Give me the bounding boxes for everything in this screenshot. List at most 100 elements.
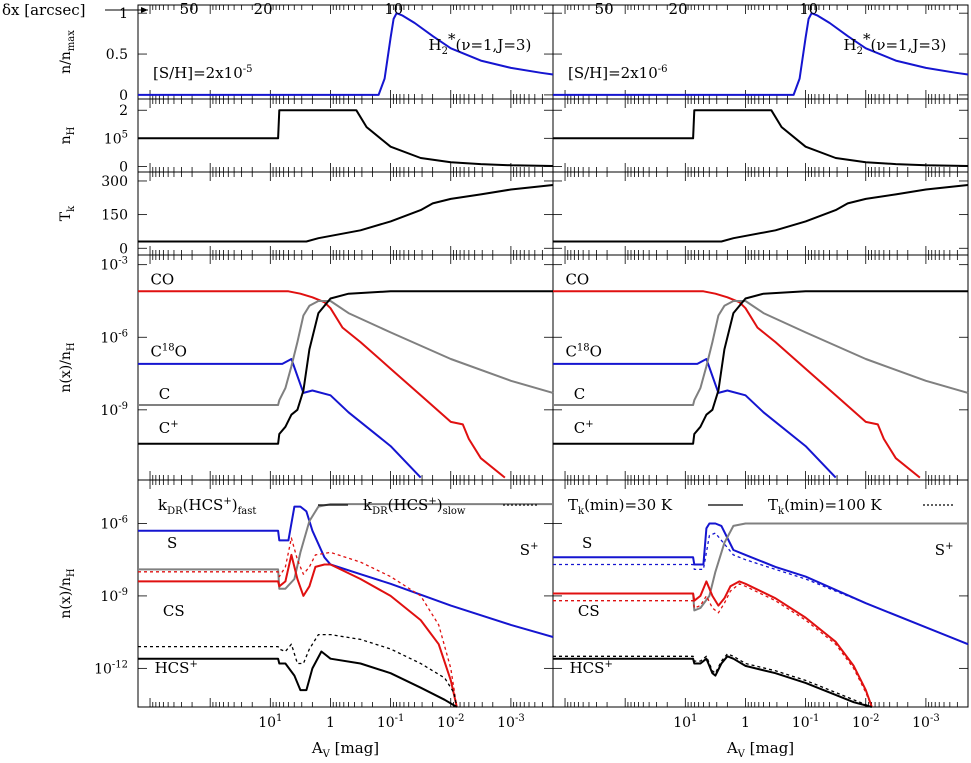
x-tick-label: 10-3 [497,713,525,731]
series-s-tk100-col1 [553,532,969,645]
species-label-c+: C+ [574,419,594,437]
species-label-s: S [582,534,592,552]
species-label-c18: C18O [565,342,602,360]
series-h2-1-j-3--col0 [138,12,554,96]
series-c18o-col0 [138,358,422,479]
abundance-annotation: [S/H]=2x10-6 [568,64,668,82]
x-tick-label: 10-1 [792,713,820,731]
y-tick-label: 300 [101,174,128,190]
series-cs-tk100-col1 [553,583,873,708]
x-axis-label: AV [mag] [726,739,794,760]
h2-star-label: H2*(ν=1,J=3) [844,30,947,57]
x-tick-label: 1 [326,715,335,731]
top-tick-label: 50 [595,0,614,18]
series-hcs-slow-col0 [138,633,458,708]
top-axis-label: δx [arcsec] [2,1,85,19]
series-h2-1-j-3--col1 [553,12,969,96]
y-axis-label-sulfur: n(x)/nH [58,568,77,619]
top-tick-label: 10 [799,0,818,18]
series-cs-slow-col0 [138,537,458,708]
y-tick-label: 2 [119,103,128,119]
species-label-s: S [167,534,177,552]
top-axis-arrow-head [141,7,148,13]
y-axis-label-h2star: n/nmax [58,30,77,74]
species-label-hcs+: HCS+ [155,659,198,677]
series-c--col1 [553,290,968,445]
series-hcs-tk100-col1 [553,653,873,708]
species-label-co: CO [150,270,174,288]
series-t-k-col0 [138,184,554,243]
species-label-s+: S+ [935,541,954,559]
legend-dotted-label: Tk(min)=100 K [768,496,882,517]
y-tick-label: 10-9 [100,587,128,605]
text-layer: 00.51n/nmax01052nH0150300Tk10-310-610-9n… [2,0,953,760]
series-c--col0 [138,290,553,445]
species-label-c+: C+ [159,419,179,437]
species-label-cs: CS [163,602,185,620]
x-tick-label: 10-2 [437,713,465,731]
y-tick-label: 105 [104,129,128,147]
legend-dotted-label: kDR(HCS+)slow [363,496,466,517]
series-cs-tk30-col1 [553,580,873,708]
abundance-annotation: [S/H]=2x10-5 [153,64,253,82]
series-co-col1 [553,290,921,479]
series-c18o-col1 [553,358,837,479]
series-n-h-col0 [138,109,554,167]
series-co-col0 [138,290,506,479]
y-tick-label: 10-12 [94,659,128,677]
legend-solid-label: Tk(min)=30 K [568,496,673,517]
x-tick-label: 10-1 [377,713,405,731]
species-label-c: C [574,385,585,403]
series-s-tk30-col1 [553,522,968,612]
y-axis-label-nh: nH [58,126,77,144]
top-tick-label: 20 [669,0,688,18]
panel-frame-carbon-0 [137,254,554,481]
series-hcs-tk30-col1 [553,655,873,708]
species-label-s+: S+ [520,541,539,559]
legend-solid-label: kDR(HCS+)fast [158,496,256,517]
series-n-h-col1 [553,109,969,167]
series-s-fast-col0 [138,503,553,590]
panel-frames [137,4,969,708]
y-axis-label-tk: Tk [58,205,77,221]
y-tick-label: 0.5 [106,47,128,63]
top-tick-label: 20 [254,0,273,18]
series-cs-fast-col0 [138,553,458,708]
y-tick-label: 0 [119,159,128,175]
series-s-fast-col0 [138,505,554,638]
species-label-c18: C18O [150,342,187,360]
series-hcs-fast-col0 [138,650,458,708]
y-axis-label-carbon: n(x)/nH [58,342,77,393]
series-t-k-col1 [553,184,969,243]
y-tick-label: 0 [119,241,128,257]
species-label-hcs+: HCS+ [570,659,613,677]
series-s-tk30-col1 [553,522,969,646]
y-tick-label: 10-6 [100,328,128,346]
panel-frame-tk-0 [137,171,554,256]
panel-frame-sulfur-0 [137,479,554,708]
x-tick-label: 10-3 [912,713,940,731]
panel-frame-carbon-1 [552,254,969,481]
species-label-co: CO [565,270,589,288]
series-c-col0 [138,300,554,406]
species-label-cs: CS [578,602,600,620]
x-axis-label: AV [mag] [311,739,379,760]
x-tick-label: 101 [258,713,282,731]
y-tick-label: 10-9 [100,401,128,419]
x-tick-label: 1 [741,715,750,731]
y-tick-label: 1 [119,6,128,22]
top-tick-label: 10 [384,0,403,18]
species-label-c: C [159,385,170,403]
series-c-col1 [553,300,969,406]
top-tick-label: 50 [180,0,199,18]
y-tick-label: 0 [119,88,128,104]
x-tick-label: 101 [673,713,697,731]
y-tick-label: 10-6 [100,514,128,532]
y-tick-label: 150 [101,208,128,224]
y-tick-label: 10-3 [100,256,128,274]
panel-frame-tk-1 [552,171,969,256]
h2-star-label: H2*(ν=1,J=3) [429,30,532,57]
x-tick-label: 10-2 [852,713,880,731]
curve-layer [138,12,969,708]
